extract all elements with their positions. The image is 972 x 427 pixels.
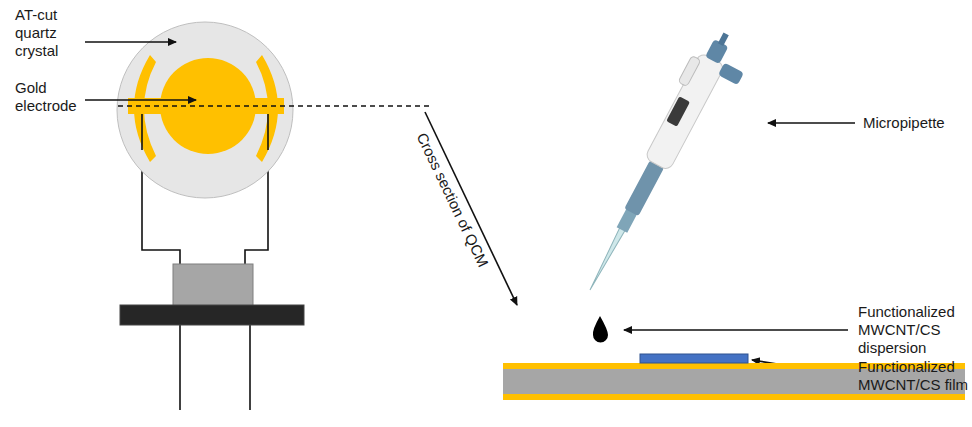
callout-label: Functionalized MWCNT/CS film bbox=[858, 358, 968, 394]
section-label: Cross section of QCM bbox=[412, 130, 491, 270]
leader-lines bbox=[85, 42, 855, 376]
callout-label: Gold electrode bbox=[15, 79, 90, 115]
micropipette bbox=[572, 25, 756, 306]
callout-label: Micropipette bbox=[863, 114, 968, 132]
base bbox=[120, 305, 304, 325]
drop bbox=[593, 316, 608, 343]
callout-label: AT-cut quartz crystal bbox=[15, 6, 90, 60]
mwcnt-film bbox=[640, 354, 748, 363]
holder bbox=[173, 264, 253, 306]
callout-label: Functionalized MWCNT/CS dispersion bbox=[858, 303, 968, 357]
section-line bbox=[118, 105, 430, 106]
quartz-crystal bbox=[117, 22, 293, 198]
bottom-electrode bbox=[503, 394, 965, 400]
